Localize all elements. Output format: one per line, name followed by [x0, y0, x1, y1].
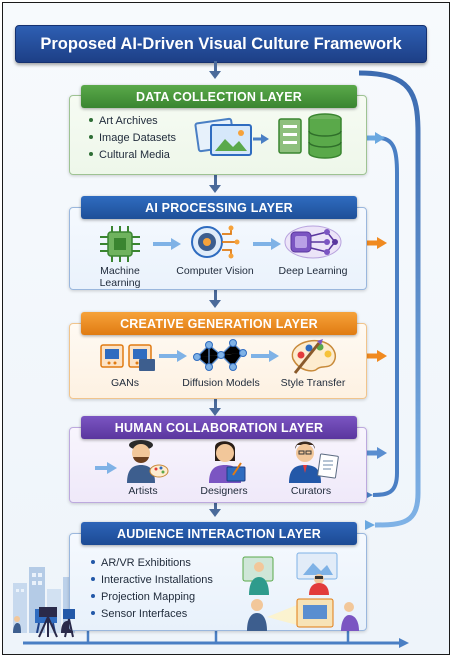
human-collaboration-header: HUMAN COLLABORATION LAYER [81, 416, 357, 439]
list-item: Projection Mapping [91, 589, 213, 606]
deep-learning-label: Deep Learning [278, 265, 348, 277]
gan-icon [100, 344, 155, 371]
computer-vision-label: Computer Vision [176, 265, 254, 277]
data-collection-header: DATA COLLECTION LAYER [81, 85, 357, 108]
list-item: Interactive Installations [91, 572, 213, 589]
ai-processing-header: AI PROCESSING LAYER [81, 196, 357, 219]
feedback-arrows [23, 70, 421, 648]
gans-label: GANs [110, 377, 139, 389]
projection-icon [247, 598, 359, 631]
list-item: Art Archives [89, 113, 176, 130]
chip-icon [100, 226, 140, 262]
archive-frames-icon [194, 117, 269, 156]
framework-frame: Proposed AI-Driven Visual Culture Framew… [2, 2, 450, 655]
audience-interaction-header: AUDIENCE INTERACTION LAYER [81, 522, 357, 545]
list-item: Cultural Media [89, 147, 176, 164]
diffusion-models-label: Diffusion Models [182, 377, 260, 389]
list-item: Image Datasets [89, 130, 176, 147]
page-title: Proposed AI-Driven Visual Culture Framew… [15, 25, 427, 63]
human-collaboration-panel [69, 427, 367, 503]
arrow-right-icon [95, 462, 117, 474]
arrow-right-icon [253, 238, 281, 250]
designer-icon [209, 441, 246, 483]
arrow-right-icon [159, 350, 187, 362]
artists-label: Artists [128, 485, 158, 497]
database-icon [278, 113, 342, 159]
style-transfer-label: Style Transfer [280, 377, 346, 389]
palette-icon [291, 339, 337, 374]
list-item: Sensor Interfaces [91, 606, 213, 623]
camera-tripod-icon [38, 607, 75, 638]
designers-label: Designers [200, 485, 248, 497]
machine-learning-label: Machine Learning [99, 265, 141, 289]
arrow-right-icon [251, 350, 279, 362]
arrow-right-icon [153, 238, 181, 250]
curator-icon [289, 441, 339, 483]
list-item: AR/VR Exhibitions [91, 555, 213, 572]
vr-user-icon [242, 552, 338, 595]
creative-generation-header: CREATIVE GENERATION LAYER [81, 312, 357, 335]
artist-icon [127, 440, 169, 483]
diffusion-graph-icon [193, 339, 247, 371]
curators-label: Curators [290, 485, 332, 497]
neural-network-icon [284, 225, 342, 259]
eye-icon [191, 225, 240, 259]
